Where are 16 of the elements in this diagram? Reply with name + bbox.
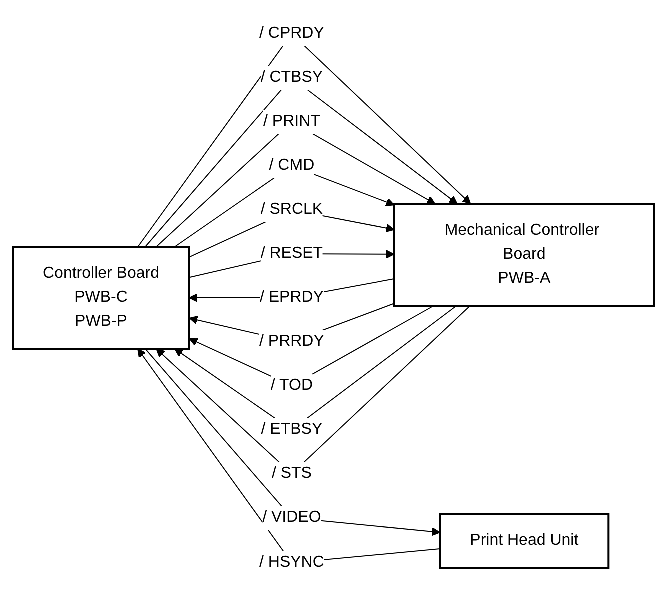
edge-label: / HSYNC: [259, 554, 324, 571]
edge-label: / VIDEO: [262, 509, 322, 526]
edge-label: / CPRDY: [259, 25, 324, 42]
edge-label: / RESET: [260, 245, 323, 262]
node-box: Print Head Unit: [438, 513, 610, 569]
edge-label: / STS: [272, 465, 312, 482]
node-box: Mechanical Controller Board PWB-A: [393, 203, 656, 307]
edge-label: / TOD: [270, 377, 313, 394]
node-box: Controller Board PWB-C PWB-P: [12, 246, 190, 350]
edge-label: / CMD: [269, 157, 314, 174]
edge-label: / PRINT: [263, 113, 320, 130]
edge-label: / CTBSY: [260, 69, 323, 86]
edge-label: / PRRDY: [259, 333, 324, 350]
edge-label: / EPRDY: [260, 289, 324, 306]
edge-label: / ETBSY: [261, 421, 322, 438]
edge-label: / SRCLK: [260, 201, 323, 218]
